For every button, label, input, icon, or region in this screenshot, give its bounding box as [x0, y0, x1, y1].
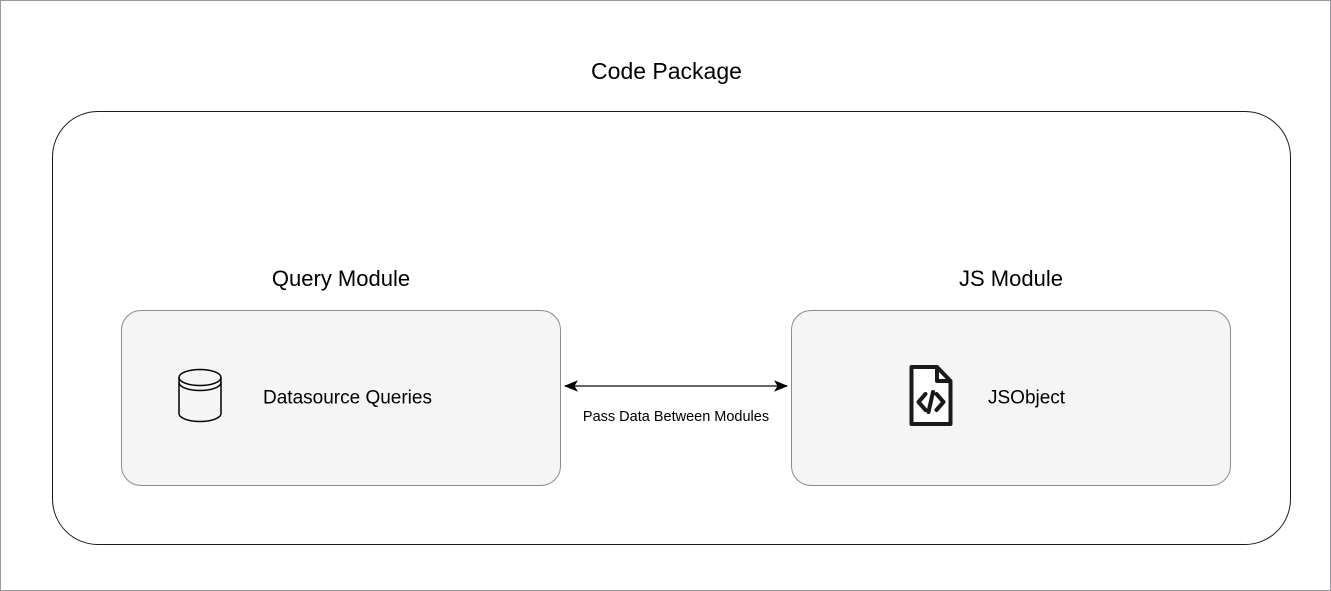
datasource-queries-label: Datasource Queries — [263, 387, 432, 408]
jsobject-label: JSObject — [988, 387, 1066, 408]
module-query[interactable]: Query Module Datasource Queries — [121, 265, 561, 486]
module-js-box[interactable]: JSObject — [791, 310, 1231, 486]
module-query-content: Datasource Queries — [122, 367, 614, 430]
page-title: Code Package — [591, 58, 742, 84]
code-file-icon — [907, 364, 955, 433]
module-js-label: JS Module — [959, 266, 1063, 291]
module-js-content: JSObject — [792, 364, 1330, 433]
connector-pass-data: Pass Data Between Modules — [553, 373, 799, 433]
module-query-label: Query Module — [271, 266, 411, 291]
module-js[interactable]: JS Module JSObject — [791, 265, 1231, 486]
database-icon — [176, 367, 224, 430]
connector-label: Pass Data Between Modules — [582, 409, 770, 425]
module-query-box[interactable]: Datasource Queries — [121, 310, 561, 486]
bidirectional-arrow-icon — [564, 380, 788, 392]
